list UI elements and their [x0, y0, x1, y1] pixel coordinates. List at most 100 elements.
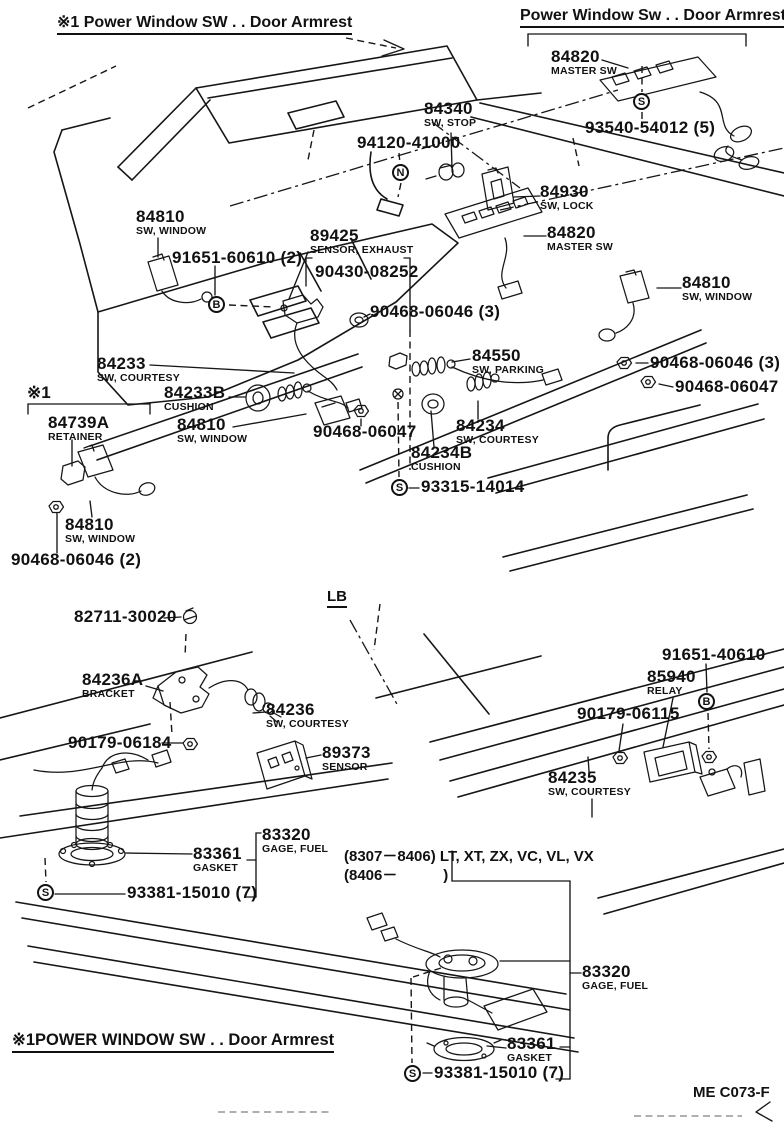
- part-description: SW, COURTESY: [97, 372, 180, 384]
- part-description: SW, WINDOW: [682, 291, 753, 303]
- part-label-90468-06046-3-: 90468-06046 (3): [650, 354, 780, 371]
- part-number: 84810: [65, 515, 114, 534]
- part-label-90468-06047: 90468-06047: [313, 423, 417, 440]
- part-description: SW, STOP: [424, 117, 477, 129]
- gasket-bottom-glyph: [426, 1036, 502, 1062]
- part-number: 84234B: [411, 443, 473, 462]
- part-number: 84235: [548, 768, 597, 787]
- component-glyphs: [33, 56, 766, 1062]
- dashed-lines: [27, 37, 742, 1117]
- part-label-90468-06047: 90468-06047: [675, 378, 779, 395]
- part-number: 93381-15010 (7): [127, 883, 258, 902]
- part-description: SW, LOCK: [540, 200, 594, 212]
- part-number: 84810: [177, 415, 226, 434]
- courtesy-switch-84235-glyph: [699, 758, 766, 797]
- master-switch-glyph: [599, 56, 760, 170]
- part-description: GAGE, FUEL: [582, 980, 649, 992]
- part-label-93540-54012-5-: 93540-54012 (5): [585, 119, 715, 136]
- part-label-91651-60610-2-: 91651-60610 (2): [172, 249, 302, 266]
- variant-range-line1: (8307－8406) LT, XT, ZX, VC, VL, VX: [344, 848, 594, 865]
- courtesy-switch-cluster-glyph: [245, 381, 363, 426]
- circled-letter-s: S: [37, 884, 54, 901]
- part-number: 83361: [193, 844, 242, 863]
- ref-marker-x1: ※1: [27, 383, 51, 402]
- circled-letter-n: N: [392, 164, 409, 181]
- part-label-94120-41000: 94120-41000: [357, 134, 461, 151]
- part-description: RETAINER: [48, 431, 103, 443]
- part-number: 90179-06115: [577, 704, 680, 723]
- circled-letter-b: B: [698, 693, 715, 710]
- part-number: 93381-15010 (7): [434, 1063, 565, 1082]
- courtesy-switch-84234-glyph: [421, 371, 500, 415]
- exhaust-sensor-glyph: [280, 294, 338, 391]
- master-switch-center-glyph: [444, 187, 543, 300]
- part-label-91651-40610: 91651-40610: [662, 646, 766, 663]
- fuel-gauge-bottom-glyph: [366, 912, 548, 1031]
- harness-wire-glyph: [33, 749, 172, 774]
- part-label-90468-06046-3-: 90468-06046 (3): [370, 303, 500, 320]
- part-number: 84820: [551, 47, 600, 66]
- part-number: 90468-06046 (2): [11, 550, 142, 569]
- part-number: 82711-30020: [74, 607, 177, 626]
- part-number: 84810: [682, 273, 731, 292]
- part-number: 84236A: [82, 670, 144, 689]
- part-label-90179-06115: 90179-06115: [577, 705, 680, 722]
- part-number: 90179-06184: [68, 733, 172, 752]
- part-number: 93315-14014: [421, 477, 525, 496]
- part-number: 89425: [310, 226, 359, 245]
- part-description: RELAY: [647, 685, 683, 697]
- circled-letter-s: S: [633, 93, 650, 110]
- doc-code: ME C073-F: [693, 1084, 770, 1101]
- cab-outline: [53, 45, 784, 715]
- part-description: SW, COURTESY: [266, 718, 349, 730]
- variant-range-line2: (8406－ ): [344, 867, 449, 884]
- part-description: SW, WINDOW: [177, 433, 248, 445]
- part-number: 90430-08252: [315, 262, 419, 281]
- stop-switch-glyph: [425, 162, 465, 181]
- bolt-glyph: [182, 737, 199, 751]
- note-power-window-top-right: Power Window Sw . . Door Armrest: [520, 7, 784, 28]
- part-description: SENSOR: [322, 761, 368, 773]
- part-description: CUSHION: [411, 461, 461, 473]
- part-label-93381-15010-7-: 93381-15010 (7): [127, 884, 257, 901]
- nut-glyph: [616, 356, 633, 370]
- part-number: 94120-41000: [357, 133, 461, 152]
- part-description: CUSHION: [164, 401, 214, 413]
- part-label-93381-15010-7-: 93381-15010 (7): [434, 1064, 564, 1081]
- bolt-glyph: [612, 751, 629, 765]
- window-switch-left-glyph: [147, 253, 213, 304]
- part-label-90468-06046-2-: 90468-06046 (2): [11, 551, 141, 568]
- part-number: 83320: [262, 825, 311, 844]
- fuel-gauge-left-glyph: [58, 752, 149, 868]
- part-number: 83320: [582, 962, 631, 981]
- relay-glyph: [643, 741, 703, 783]
- circled-letter-s: S: [404, 1065, 421, 1082]
- window-switch-right-glyph: [598, 269, 650, 342]
- part-number: 85940: [647, 667, 696, 686]
- part-number: 84234: [456, 416, 505, 435]
- part-number: 90468-06047: [313, 422, 417, 441]
- part-number: 84233: [97, 354, 146, 373]
- part-number: 84739A: [48, 413, 110, 432]
- part-description: MASTER SW: [547, 241, 613, 253]
- note-power-window-bottom: ※1POWER WINDOW SW . . Door Armrest: [12, 1030, 335, 1053]
- part-description: SW, COURTESY: [456, 434, 539, 446]
- part-number: 84810: [136, 207, 185, 226]
- part-number: 84340: [424, 99, 473, 118]
- circled-letter-b: B: [208, 296, 225, 313]
- retainer-window-switch-glyph: [60, 444, 156, 496]
